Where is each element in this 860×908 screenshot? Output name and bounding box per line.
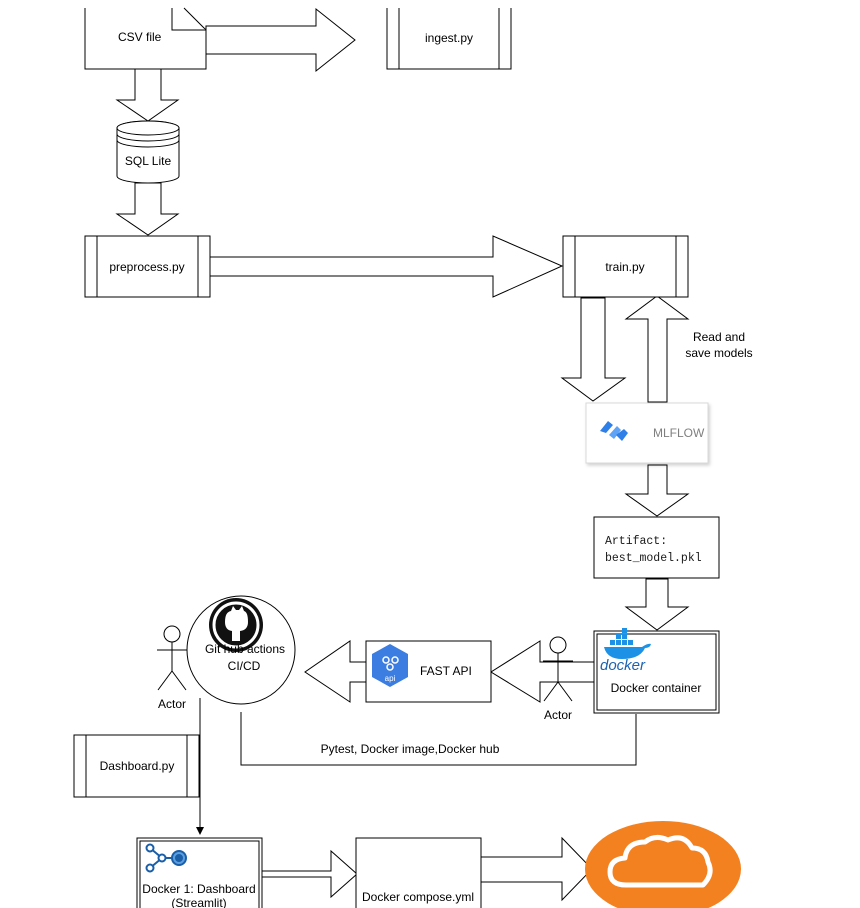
network-icon — [145, 843, 187, 873]
fastapi-icon: api — [372, 644, 408, 687]
docker-compose-node: Docker compose.yml — [355, 837, 482, 908]
docker1-label-2: (Streamlit) — [171, 896, 226, 908]
artifact-node: Artifact: best_model.pkl — [593, 516, 720, 579]
actor-left — [157, 625, 187, 691]
fastapi-node: api FAST API — [365, 640, 492, 703]
github-actions-node: Git hub actions CI/CD — [186, 595, 296, 705]
preprocess-label: preprocess.py — [109, 260, 184, 274]
actor-right — [543, 636, 573, 702]
arrow-preprocess-to-train — [209, 235, 564, 298]
fastapi-label: FAST API — [420, 664, 472, 678]
fastapi-badge: api — [385, 674, 396, 683]
arrow-compose-to-cloud — [479, 836, 593, 902]
docker1-label-1: Docker 1: Dashboard — [142, 882, 255, 896]
arrow-train-to-mlflow — [560, 297, 627, 402]
arrow-csv-to-ingest — [205, 7, 356, 73]
github-icon — [209, 598, 263, 652]
arrow-docker1-to-compose — [261, 849, 358, 899]
train-process-box: train.py — [562, 235, 689, 298]
sqllite-label: SQL Lite — [125, 154, 172, 168]
read-save-models-label-2: save models — [685, 346, 752, 360]
arrow-sqllite-to-preprocess — [115, 182, 180, 236]
read-save-models-label-1: Read and — [693, 330, 745, 344]
docker-container-node: docker Docker container — [593, 628, 720, 714]
connector-github-to-docker — [240, 712, 637, 766]
artifact-label-1: Artifact: — [605, 535, 667, 548]
github-label-2: CI/CD — [228, 659, 261, 673]
docker-container-label: Docker container — [611, 681, 702, 695]
mlflow-icon — [600, 421, 628, 441]
ingest-label: ingest.py — [425, 31, 473, 45]
preprocess-process-box: preprocess.py — [84, 235, 211, 298]
ingest-process-box: ingest.py — [386, 8, 512, 70]
docker1-dashboard-node: Docker 1: Dashboard (Streamlit) — [136, 837, 263, 908]
train-label: train.py — [605, 260, 644, 274]
mlflow-label: MLFLOW — [653, 426, 705, 440]
actor-left-label: Actor — [158, 697, 186, 711]
cloud-icon — [585, 821, 741, 908]
csv-file-node: CSV file — [84, 7, 207, 70]
arrow-docker-to-fastapi — [490, 640, 595, 703]
dashboard-process-box: Dashboard.py — [73, 734, 200, 798]
arrow-artifact-to-docker — [624, 578, 690, 631]
dashboard-label: Dashboard.py — [100, 759, 175, 773]
pipeline-tests-label: Pytest, Docker image,Docker hub — [321, 742, 500, 756]
github-label-1: Git hub actions — [205, 642, 285, 656]
csv-file-label: CSV file — [118, 30, 162, 44]
sqllite-database: SQL Lite — [116, 120, 180, 184]
arrow-mlflow-to-train — [624, 295, 690, 403]
docker-logo-text: docker — [600, 657, 646, 674]
docker-compose-label: Docker compose.yml — [362, 890, 474, 904]
arrow-csv-to-sqllite — [115, 68, 180, 122]
actor-right-label: Actor — [544, 708, 572, 722]
mlflow-node: MLFLOW — [585, 402, 709, 464]
arrow-fastapi-to-github — [304, 640, 367, 703]
docker-whale-icon — [604, 628, 651, 659]
arrow-mlflow-to-artifact — [624, 464, 690, 517]
artifact-label-2: best_model.pkl — [605, 552, 702, 565]
